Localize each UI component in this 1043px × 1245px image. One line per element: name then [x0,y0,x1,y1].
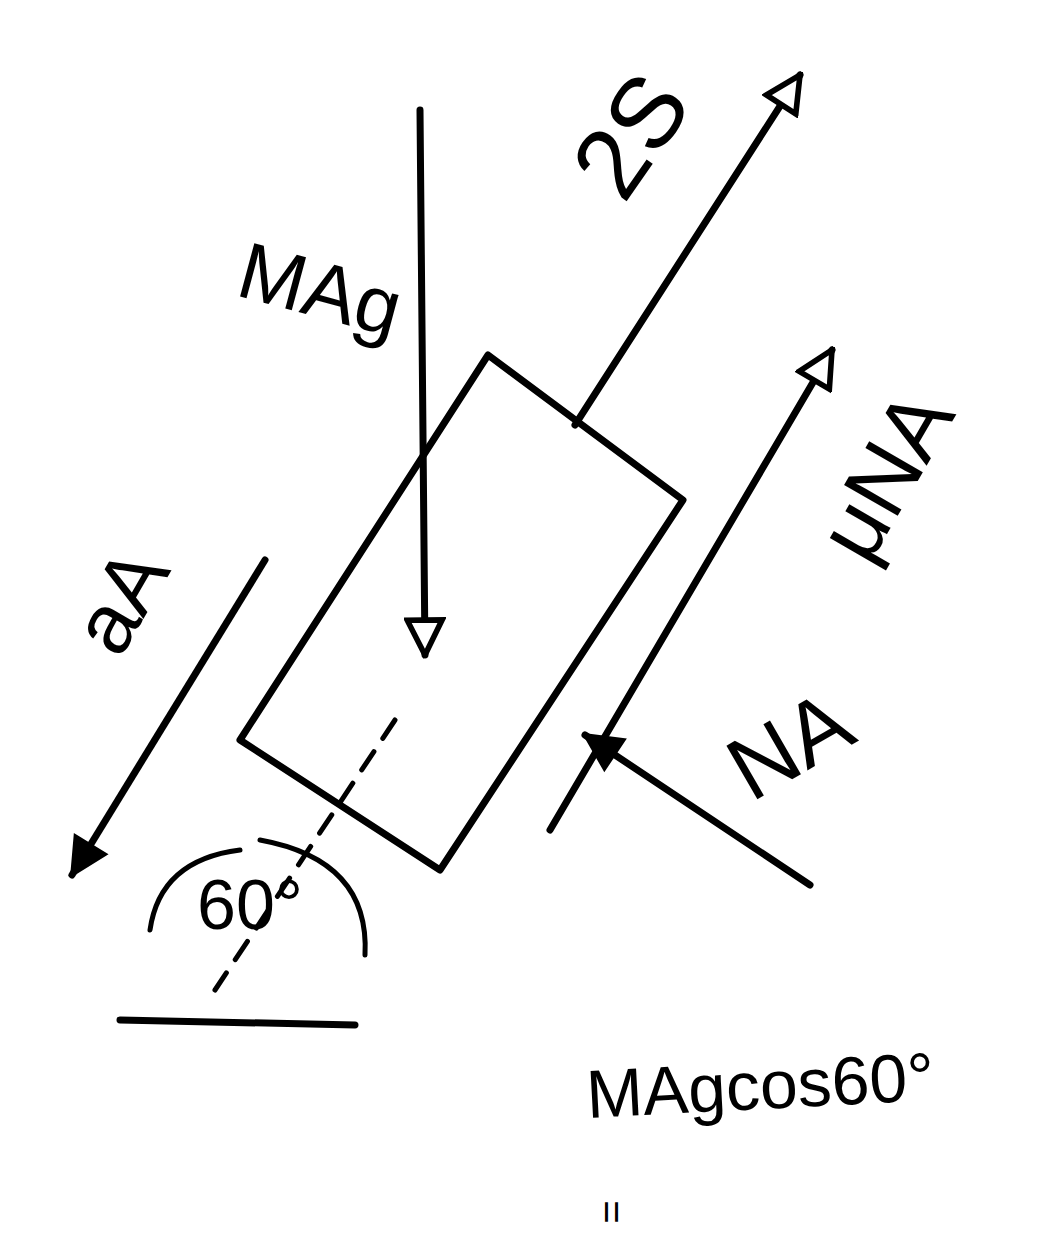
force-label: aA [57,534,183,667]
force-label: 60° [197,870,303,940]
force-label: 2S [554,56,706,214]
block [240,355,683,870]
ground-line [120,1020,355,1025]
force-label: NA [713,675,866,815]
force-label: = [592,1200,632,1223]
force-label: μNA [802,376,968,574]
incline-dashed-line [215,720,395,990]
force-label: MAgcos60° [584,1042,936,1128]
force-label: MAg [230,230,410,350]
weight-arrow [420,110,425,655]
